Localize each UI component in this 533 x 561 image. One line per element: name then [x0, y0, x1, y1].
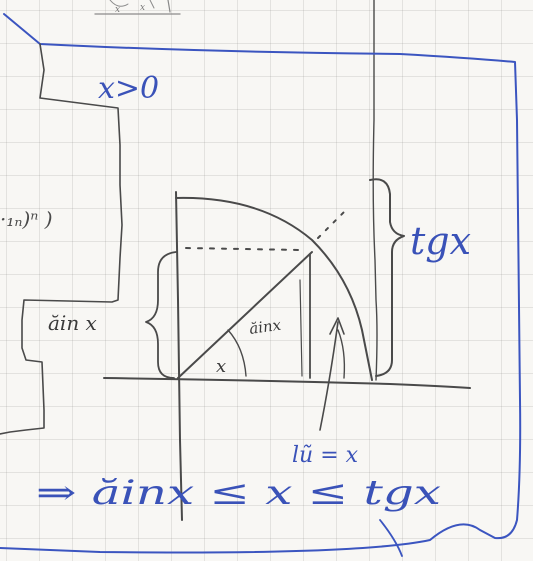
- arc-brace: [337, 329, 346, 379]
- top-fragment-sketch: x x: [94, 0, 181, 15]
- angle-label: x: [216, 356, 226, 377]
- left-fragment-text: ·₁ₙ)ⁿ ): [0, 207, 53, 231]
- dotted-guide: [185, 247, 301, 251]
- sine-tick: [299, 279, 303, 377]
- tangent-brace: [369, 178, 405, 377]
- x-axis: [103, 377, 471, 389]
- y-axis: [175, 191, 183, 521]
- sine-brace: [145, 251, 177, 379]
- jagged-left-edge: [0, 43, 123, 435]
- sine-segment-label: ăinx: [248, 316, 283, 338]
- condition-label: x>0: [98, 71, 159, 106]
- radius-line: [177, 251, 313, 379]
- angle-arc: [227, 329, 247, 377]
- svg-text:x: x: [140, 3, 145, 13]
- conclusion-flourish: [379, 519, 403, 557]
- conclusion-inequality: ⇒ ăinx ≤ x ≤ tgx: [36, 473, 441, 513]
- blue-frame: [0, 13, 522, 554]
- unit-circle-arc: [175, 196, 373, 381]
- arc-pointer-head: [329, 317, 345, 335]
- vertical-guide-line: [372, 0, 378, 381]
- dotted-extension: [317, 209, 347, 239]
- arc-pointer: [319, 321, 339, 431]
- arc-length-label: lũ = x: [292, 443, 359, 468]
- tangent-label: tgx: [410, 219, 471, 263]
- sine-left-label: ăin x: [48, 311, 97, 335]
- svg-text:x: x: [115, 5, 120, 15]
